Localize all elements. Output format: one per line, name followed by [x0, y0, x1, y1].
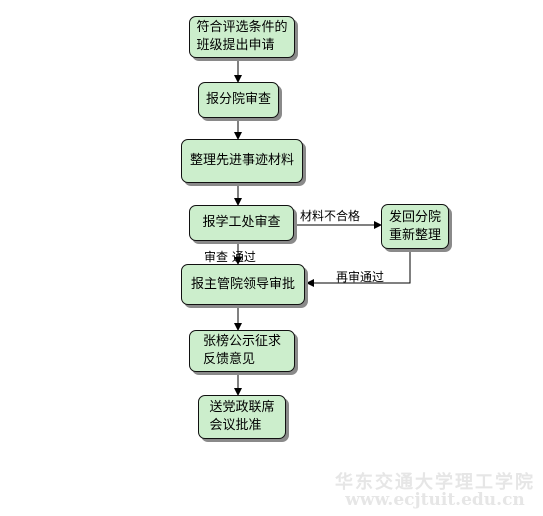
node-leader-approval: 报主管院领导审批 — [181, 264, 305, 305]
node-party-meeting: 送党政联席 会议批准 — [198, 395, 286, 439]
node-class-application: 符合评选条件的 班级提出申请 — [189, 16, 295, 58]
node-student-affairs-review: 报学工处审查 — [189, 205, 294, 241]
edge-label-materials-fail: 材料不合格 — [300, 209, 361, 223]
node-publicize-feedback: 张榜公示征求 反馈意见 — [189, 330, 295, 372]
arrow-re-review-passed — [306, 249, 411, 287]
edge-label-review-passed: 审查 通过 — [204, 250, 256, 264]
watermark: 华东交通大学理工学院 www.ecjtuit.edu.cn — [335, 468, 535, 510]
node-branch-review: 报分院审查 — [198, 82, 279, 118]
edge-label-re-review-passed: 再审通过 — [336, 270, 385, 284]
node-return-to-branch: 发回分院 重新整理 — [381, 204, 449, 249]
node-organize-materials: 整理先进事迹材料 — [181, 139, 303, 183]
watermark-title: 华东交通大学理工学院 — [335, 472, 535, 493]
watermark-url: www.ecjtuit.edu.cn — [345, 490, 525, 510]
